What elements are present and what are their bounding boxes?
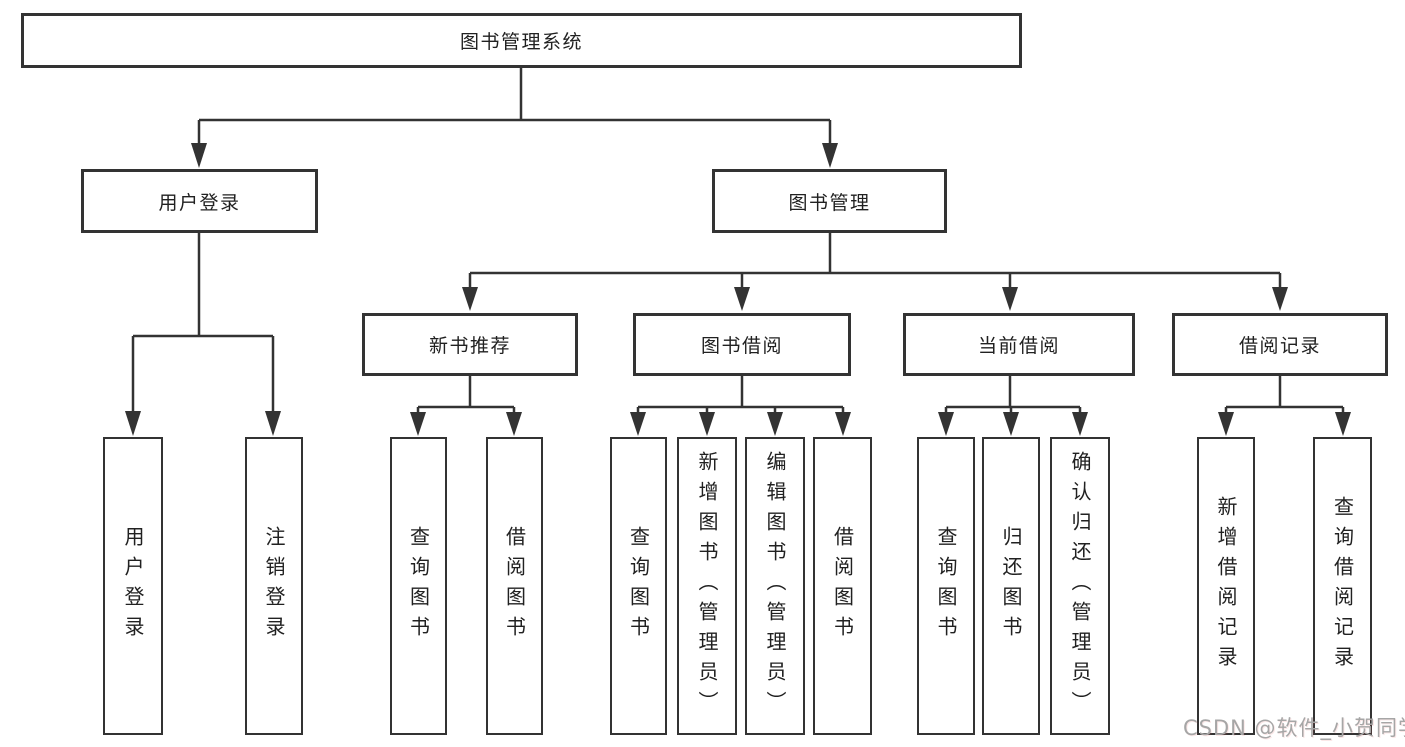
leaf-query-book-current-label: 查询图书 xyxy=(934,526,958,646)
node-root: 图书管理系统 xyxy=(21,13,1022,68)
leaf-confirm-return-admin: 确认归还（管理员） xyxy=(1050,437,1110,735)
leaf-add-book-admin-label: 新增图书（管理员） xyxy=(695,451,719,721)
connector-root-to-level2 xyxy=(191,68,838,168)
leaf-return-book-label: 归还图书 xyxy=(999,526,1023,646)
leaf-edit-book-admin-label: 编辑图书（管理员） xyxy=(763,451,787,721)
node-new-book-recommend: 新书推荐 xyxy=(362,313,578,376)
leaf-borrow-book-borrowing-label: 借阅图书 xyxy=(830,526,855,646)
node-user-login-label: 用户登录 xyxy=(158,191,241,214)
node-current-borrowing-label: 当前借阅 xyxy=(977,335,1060,357)
leaf-query-book-current: 查询图书 xyxy=(917,437,975,735)
leaf-add-borrow-record: 新增借阅记录 xyxy=(1197,437,1255,735)
node-borrowing-records-label: 借阅记录 xyxy=(1238,335,1321,357)
leaf-borrow-book-borrowing: 借阅图书 xyxy=(813,437,872,735)
connector-book-management-children xyxy=(462,233,1288,311)
node-book-management-label: 图书管理 xyxy=(788,191,871,214)
leaf-add-borrow-record-label: 新增借阅记录 xyxy=(1214,496,1238,676)
csdn-watermark: CSDN @软件_小贺同学 xyxy=(1183,716,1405,740)
leaf-query-book-borrowing-label: 查询图书 xyxy=(626,526,651,646)
node-book-borrowing-label: 图书借阅 xyxy=(700,335,783,357)
node-root-label: 图书管理系统 xyxy=(459,31,583,53)
connector-book-borrowing-children xyxy=(630,376,851,436)
leaf-query-book-recommend-label: 查询图书 xyxy=(406,526,431,646)
node-borrowing-records: 借阅记录 xyxy=(1172,313,1388,376)
leaf-logout: 注销登录 xyxy=(245,437,303,735)
node-book-management: 图书管理 xyxy=(712,169,947,233)
leaf-query-borrow-record-label: 查询借阅记录 xyxy=(1330,496,1355,676)
node-current-borrowing: 当前借阅 xyxy=(903,313,1135,376)
leaf-user-login-label: 用户登录 xyxy=(121,526,145,646)
connector-user-login-children xyxy=(125,233,281,436)
node-new-book-recommend-label: 新书推荐 xyxy=(428,335,511,357)
leaf-edit-book-admin: 编辑图书（管理员） xyxy=(745,437,805,735)
leaf-user-login: 用户登录 xyxy=(103,437,163,735)
leaf-query-borrow-record: 查询借阅记录 xyxy=(1313,437,1372,735)
leaf-logout-label: 注销登录 xyxy=(262,526,286,646)
leaf-borrow-book-recommend: 借阅图书 xyxy=(486,437,543,735)
connector-current-borrowing-children xyxy=(938,376,1088,436)
leaf-confirm-return-admin-label: 确认归还（管理员） xyxy=(1068,451,1092,721)
leaf-add-book-admin: 新增图书（管理员） xyxy=(677,437,737,735)
leaf-query-book-borrowing: 查询图书 xyxy=(610,437,667,735)
leaf-return-book: 归还图书 xyxy=(982,437,1040,735)
node-user-login: 用户登录 xyxy=(81,169,318,233)
leaf-borrow-book-recommend-label: 借阅图书 xyxy=(502,526,527,646)
connector-new-book-recommend-children xyxy=(410,376,522,436)
connector-borrowing-records-children xyxy=(1218,376,1351,436)
node-book-borrowing: 图书借阅 xyxy=(633,313,851,376)
leaf-query-book-recommend: 查询图书 xyxy=(390,437,447,735)
